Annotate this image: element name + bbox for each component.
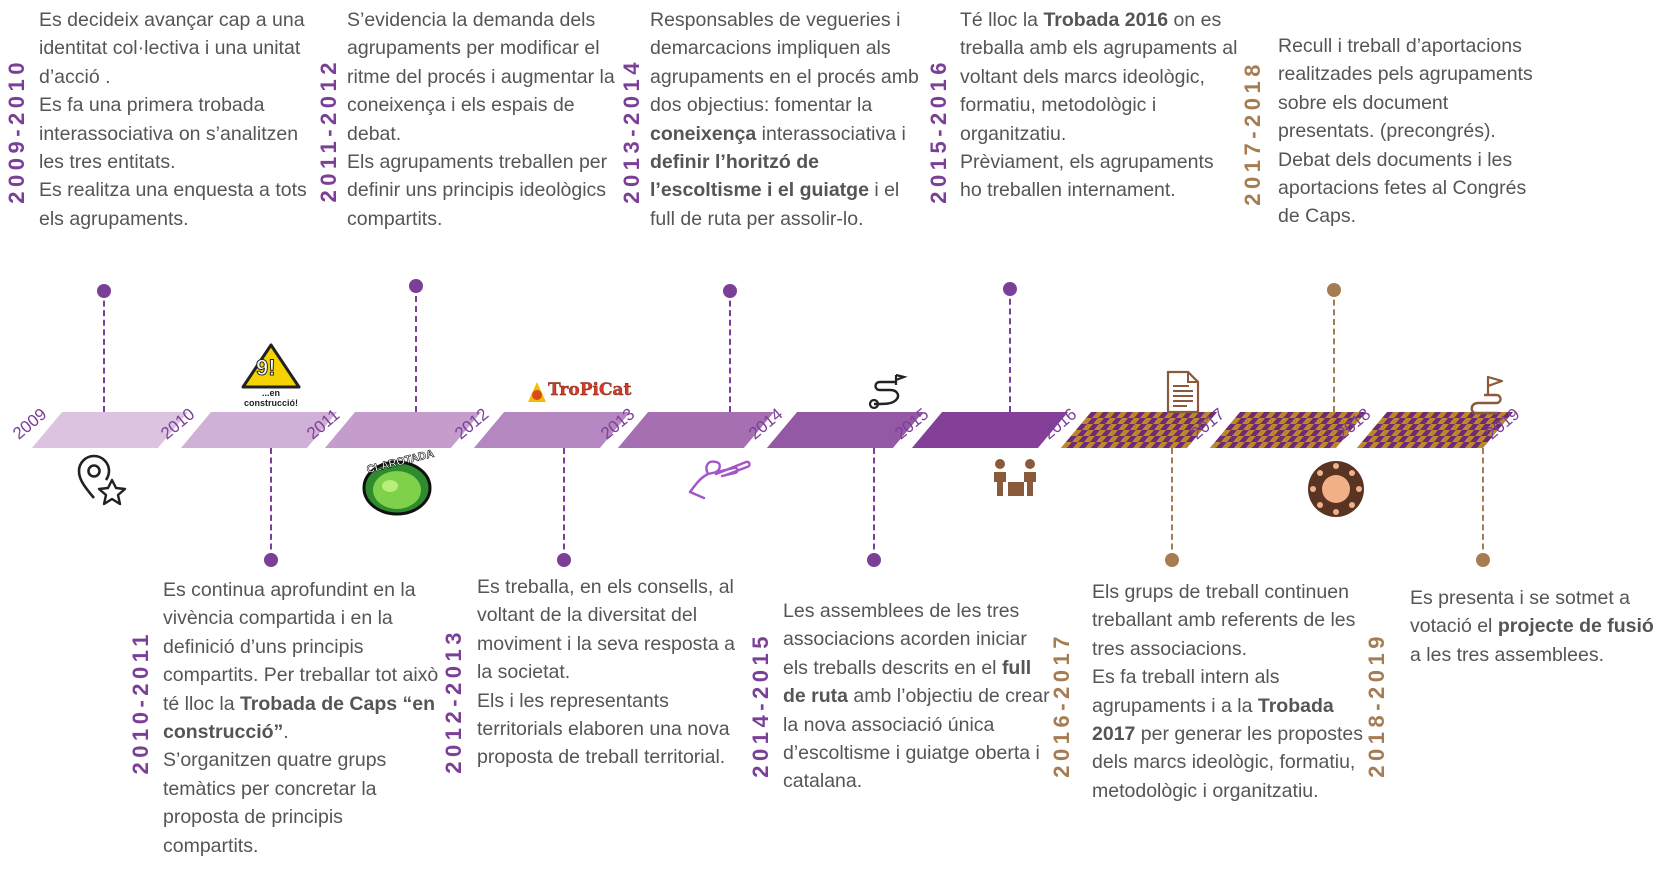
- period-range-2009-2010: 2009-2010: [4, 58, 29, 204]
- period-range-2013-2014: 2013-2014: [619, 58, 644, 204]
- connector-dot: [1003, 282, 1017, 296]
- tropicat-logo-text: TroPiCat: [548, 380, 632, 400]
- period-description-2018-2019: Es presenta i se sotmet a votació el pro…: [1410, 584, 1664, 669]
- description-bold-text: definir l’horitzó de l’escoltisme i el g…: [650, 151, 869, 202]
- connector-line: [1171, 448, 1173, 559]
- description-bold-text: Trobada 2017: [1092, 694, 1334, 746]
- connector-dot: [409, 279, 423, 293]
- connector-line: [563, 448, 565, 559]
- en-construccio-logo: 9! ...en construcció!: [240, 342, 302, 408]
- period-description-2015-2016: Té lloc la Trobada 2016 on es treballa a…: [960, 6, 1240, 205]
- connector-dot: [1476, 553, 1490, 567]
- connector-dot: [557, 553, 571, 567]
- description-line: Es fa una primera trobada interassociati…: [39, 94, 299, 174]
- people-working-icon: [994, 459, 1036, 496]
- description-line: Debat dels documents i les aportacions f…: [1278, 148, 1527, 228]
- description-text: on es treballa amb els agrupaments al vo…: [960, 9, 1238, 145]
- connector-line: [1482, 448, 1484, 559]
- description-text: Té lloc la: [960, 9, 1044, 31]
- connector-dot: [1327, 283, 1341, 297]
- description-text: Es presenta i se sotmet a votació el: [1410, 587, 1631, 638]
- description-text: .: [283, 721, 289, 744]
- connector-dot: [1165, 553, 1179, 567]
- description-text: Responsables de vegueries i demarcacions…: [650, 9, 919, 117]
- period-range-2018-2019: 2018-2019: [1364, 632, 1389, 778]
- description-text: amb l’objectiu de crear la nova associac…: [783, 685, 1050, 793]
- description-bold-text: Trobada 2016: [1043, 9, 1169, 31]
- connector-dot: [867, 553, 881, 567]
- connector-line: [729, 291, 731, 412]
- description-line: Els i les representants territorials ela…: [477, 689, 730, 769]
- description-line: Els agrupaments treballen per definir un…: [347, 151, 608, 230]
- description-text: i el full de ruta per assolir-lo.: [650, 179, 900, 230]
- period-description-2012-2013: Es treballa, en els consells, al voltant…: [477, 573, 743, 772]
- description-bold-text: projecte de fusió: [1497, 615, 1654, 638]
- en-construccio-logo-mark: 9!: [256, 355, 277, 381]
- period-range-2011-2012: 2011-2012: [316, 58, 341, 203]
- description-text: Es continua aprofundint en la vivència c…: [163, 579, 439, 715]
- en-construccio-logo-text: ...en construcció!: [243, 388, 298, 408]
- description-text: Es fa treball intern als agrupaments i a…: [1092, 666, 1280, 717]
- description-line: Es treballa, en els consells, al voltant…: [477, 576, 735, 684]
- description-line: S’evidencia la demanda dels agrupaments …: [347, 9, 615, 145]
- description-line: Recull i treball d’aportacions realitzad…: [1278, 35, 1533, 143]
- document-icon: [1166, 370, 1200, 414]
- tropicat-logo: TroPiCat: [526, 380, 636, 408]
- description-bold-text: Trobada de Caps “en construcció”: [163, 692, 436, 744]
- description-bold-text: coneixença: [650, 122, 757, 145]
- period-description-2017-2018: Recull i treball d’aportacions realitzad…: [1278, 32, 1548, 231]
- connector-dot: [264, 553, 278, 567]
- period-description-2009-2010: Es decideix avançar cap a una identitat …: [39, 6, 319, 233]
- period-description-2011-2012: S’evidencia la demanda dels agrupaments …: [347, 6, 617, 233]
- connector-line: [415, 286, 417, 412]
- description-line: S’organitzen quatre grups temàtics per c…: [163, 749, 387, 857]
- period-range-2015-2016: 2015-2016: [926, 58, 951, 204]
- connector-line: [103, 291, 105, 412]
- connector-dot: [723, 284, 737, 298]
- period-range-2012-2013: 2012-2013: [441, 628, 466, 774]
- description-line: Prèviament, els agrupaments ho treballen…: [960, 151, 1214, 202]
- route-map-icon: [868, 373, 908, 410]
- period-range-2010-2011: 2010-2011: [128, 630, 153, 775]
- route-flag-icon: [1470, 375, 1504, 415]
- description-line: Els grups de treball continuen treballan…: [1092, 581, 1356, 660]
- description-text: interassociativa i: [756, 122, 906, 145]
- connector-line: [873, 448, 875, 559]
- period-description-2014-2015: Les assemblees de les tres associacions …: [783, 597, 1051, 796]
- period-description-2013-2014: Responsables de vegueries i demarcacions…: [650, 6, 926, 233]
- period-range-2014-2015: 2014-2015: [748, 632, 773, 778]
- period-range-2016-2017: 2016-2017: [1049, 632, 1074, 778]
- map-pin-star-icon: [77, 454, 127, 506]
- period-description-2016-2017: Els grups de treball continuen treballan…: [1092, 578, 1366, 805]
- connector-line: [1333, 290, 1335, 412]
- description-text: Les assemblees de les tres associacions …: [783, 600, 1027, 679]
- description-text: a les tres assemblees.: [1410, 643, 1605, 666]
- connector-dot: [97, 284, 111, 298]
- description-line: Es decideix avançar cap a una identitat …: [39, 9, 305, 88]
- period-range-2017-2018: 2017-2018: [1240, 60, 1265, 206]
- hand-pointing-icon: [688, 460, 751, 500]
- connector-line: [270, 448, 272, 559]
- clarotada-logo: CLAROTADA: [358, 448, 436, 516]
- description-text: per generar les propostes dels marcs ide…: [1092, 723, 1364, 802]
- connector-line: [1009, 289, 1011, 412]
- description-line: Es realitza una enquesta a tots els agru…: [39, 179, 307, 230]
- description-bold-text: full de ruta: [783, 656, 1032, 708]
- period-description-2010-2011: Es continua aprofundint en la vivència c…: [163, 576, 443, 860]
- round-table-icon: [1308, 461, 1364, 517]
